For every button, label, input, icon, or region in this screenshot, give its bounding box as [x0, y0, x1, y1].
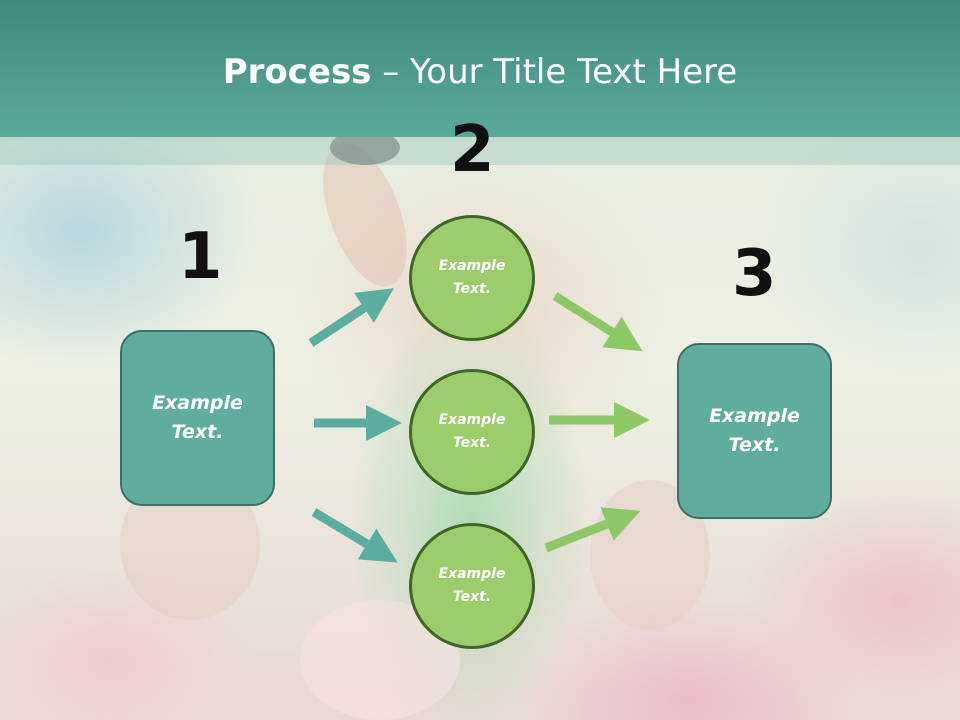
left-box-line1: Example: [152, 392, 243, 414]
circle-middle-line1: Example: [438, 412, 506, 428]
step-number-2: 2: [450, 113, 495, 187]
circle-top-line2: Text.: [452, 281, 492, 297]
step-number-3: 3: [732, 237, 777, 311]
header-band: [0, 137, 960, 165]
circle-bottom-line1: Example: [438, 566, 506, 582]
arrow-left-to-top: [308, 288, 395, 347]
slide-title: Process – Your Title Text Here: [0, 52, 960, 92]
title-rest: – Your Title Text Here: [371, 52, 738, 92]
circle-bottom-line2: Text.: [452, 589, 492, 605]
arrow-bottom-to-right: [544, 507, 641, 553]
title-bold: Process: [222, 52, 372, 92]
circle-middle-line2: Text.: [452, 435, 492, 451]
header-bar: [0, 0, 960, 137]
left-box-line2: Text.: [171, 421, 224, 443]
arrow-top-to-right: [552, 292, 643, 352]
arrow-left-to-bottom: [311, 508, 398, 563]
right-box-line1: Example: [709, 405, 800, 427]
circle-top-line1: Example: [438, 258, 506, 274]
step-number-1: 1: [178, 220, 223, 294]
right-box-line2: Text.: [728, 434, 781, 456]
